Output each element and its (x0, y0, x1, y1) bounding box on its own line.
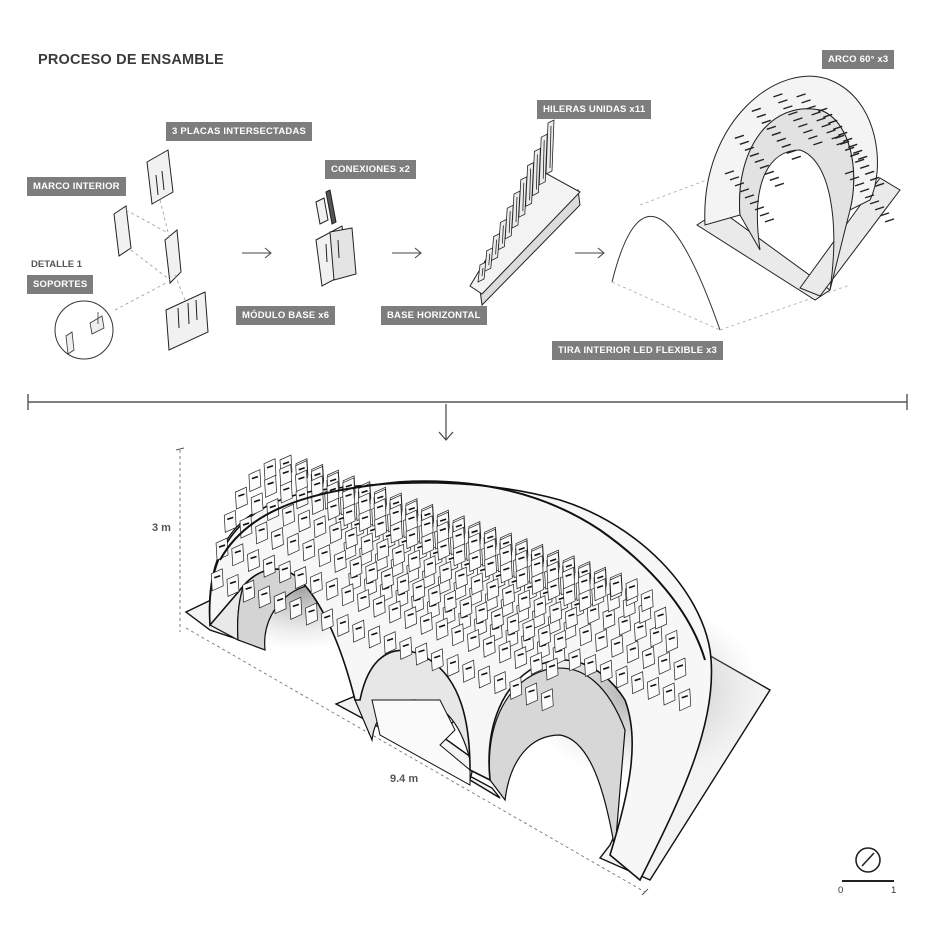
lower-plate (165, 291, 209, 351)
label-soportes: SOPORTES (27, 275, 94, 294)
small-arch-fins (724, 93, 895, 223)
label-arco: ARCO 60° x3 (822, 50, 895, 69)
detail-circle (54, 300, 114, 360)
arrow-1 (242, 247, 272, 259)
dimension-lines (179, 450, 646, 893)
north-icon (855, 847, 881, 873)
page-title: PROCESO DE ENSAMBLE (38, 52, 224, 68)
led-arc (611, 159, 851, 331)
length-dimension (185, 627, 646, 893)
label-tira-led: TIRA INTERIOR LED FLEXIBLE x3 (552, 341, 724, 360)
pavilion-fins (210, 454, 692, 712)
down-arrow (438, 404, 454, 441)
label-placas: 3 PLACAS INTERSECTADAS (166, 122, 313, 141)
plate-guide-lines (114, 199, 186, 311)
height-label: 3 m (152, 522, 171, 534)
label-detalle: DETALLE 1 (31, 259, 83, 270)
label-hileras: HILERAS UNIDAS x11 (537, 100, 652, 119)
middle-plate (164, 229, 182, 285)
upper-plate (146, 149, 174, 205)
label-conexiones: CONEXIONES x2 (325, 160, 417, 179)
united-rows (477, 119, 555, 283)
arrow-3 (575, 247, 605, 259)
length-label: 9.4 m (390, 773, 419, 785)
divider-bracket (27, 394, 908, 410)
base-module (315, 189, 357, 287)
marco-interior-plate (113, 205, 132, 257)
scale-max: 1 (891, 885, 897, 896)
pavilion-crest (219, 480, 706, 661)
step-arrows (242, 247, 605, 259)
label-base-horizontal: BASE HORIZONTAL (381, 306, 487, 325)
label-marco-interior: MARCO INTERIOR (27, 177, 126, 196)
exploded-plates (113, 149, 209, 351)
entrance-right (488, 667, 626, 851)
arrow-2 (392, 247, 422, 259)
scale-min: 0 (838, 885, 844, 896)
label-modulo-base: MÓDULO BASE x6 (236, 306, 336, 325)
small-arch (696, 75, 901, 301)
